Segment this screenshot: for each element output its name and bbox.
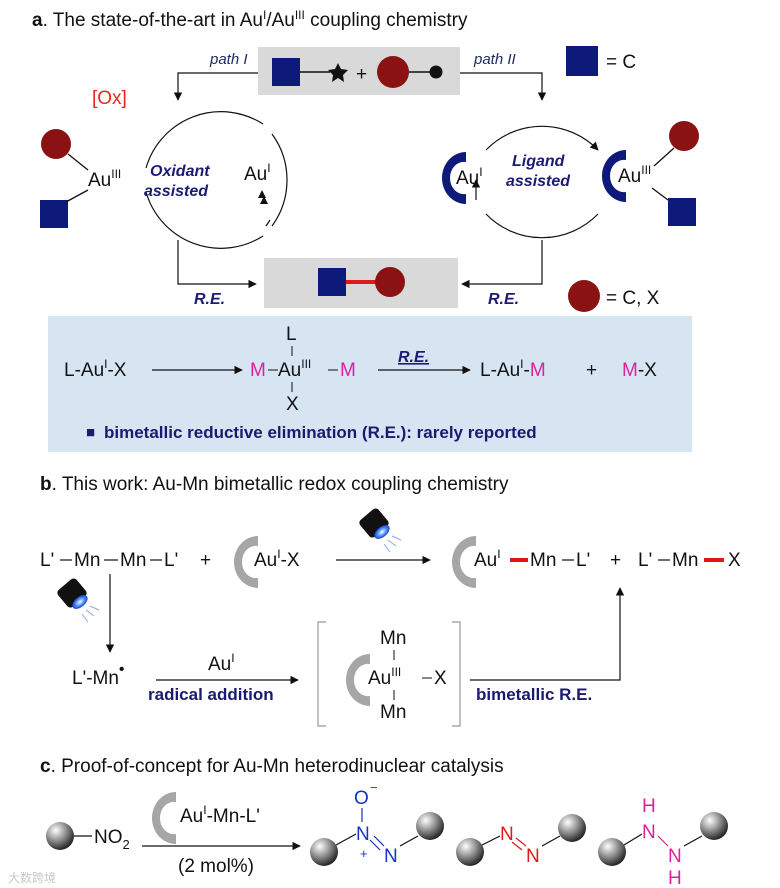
left-au3-label: AuIII: [88, 167, 121, 191]
c-hydrazo-ball-1: [598, 838, 626, 866]
left-au3-square: [40, 200, 68, 228]
b-ligand-icon-3: [346, 654, 370, 706]
c-azoxy-ball-1: [310, 838, 338, 866]
blue-light-lamp-icon-2: [57, 578, 100, 623]
right-au3-label: AuIII: [618, 163, 651, 187]
b-product-au: AuI: [474, 547, 501, 571]
leaving-group-star-icon: [328, 63, 348, 82]
legend-circle: [568, 280, 600, 312]
panel-mx: M-X: [622, 360, 657, 381]
dimer-L1: L': [40, 550, 54, 571]
c-azo-ball-2: [558, 814, 586, 842]
reactant-plus: +: [356, 64, 367, 85]
b-byproduct-L: L': [638, 550, 652, 571]
c-hydrazo-H2: H: [668, 868, 682, 888]
oxidant-assisted-2: assisted: [144, 183, 209, 200]
path-1-label: path I: [209, 51, 248, 68]
panel-reactant: L-AuI-X: [64, 357, 127, 381]
b-int-au3: AuIII: [368, 665, 401, 689]
c-hydrazo-N2: N: [668, 846, 682, 867]
re-left-label: R.E.: [194, 291, 225, 308]
section-a-title: a. The state-of-the-art in AuI/AuIII cou…: [32, 8, 468, 31]
dimer-L2: L': [164, 550, 178, 571]
b-product-L: L': [576, 550, 590, 571]
c-aryl-ball-nitro: [46, 822, 74, 850]
legend-square: [566, 46, 598, 76]
b-au1-x: AuI-X: [254, 547, 300, 571]
c-azo-ball-1: [456, 838, 484, 866]
panel-M-right: M: [340, 360, 356, 381]
b-ligand-icon-1: [234, 536, 258, 588]
ligand-assisted-2: assisted: [506, 173, 571, 190]
b-bimetallic-re: bimetallic R.E.: [476, 685, 592, 704]
c-azoxy-minus: −: [370, 780, 378, 795]
reactant-dot: [429, 65, 443, 79]
c-ligand-icon: [152, 792, 176, 844]
c-azo-N1: N: [500, 824, 514, 845]
section-a-letter: a: [32, 10, 43, 31]
c-hydrazo-ball-2: [700, 812, 728, 840]
c-azoxy-N2: N: [384, 846, 398, 867]
c-azo-N2: N: [526, 846, 540, 867]
left-au3-circle: [41, 129, 71, 159]
right-au3-circle: [669, 121, 699, 151]
left-au1-label: AuI: [244, 161, 271, 185]
right-cycle: [471, 125, 599, 239]
reactant-square-carbon: [272, 58, 300, 86]
re-right-label: R.E.: [488, 291, 519, 308]
right-ligand-icon-au1: [442, 152, 466, 204]
panel-plus: +: [586, 360, 597, 381]
b-product-mn: Mn: [530, 550, 556, 571]
bimetallic-panel: [48, 316, 692, 452]
blue-light-lamp-icon-1: [359, 508, 402, 553]
b-radical: L'-Mn•: [72, 661, 125, 689]
product-circle: [375, 267, 405, 297]
reactant-circle: [377, 56, 409, 88]
dimer-Mn1: Mn: [74, 550, 100, 571]
b-au1-reagent: AuI: [208, 651, 235, 675]
c-loading: (2 mol%): [178, 856, 254, 877]
c-catalyst: AuI-Mn-L': [180, 803, 260, 827]
c-azoxy-ball-2: [416, 812, 444, 840]
dimer-Mn2: Mn: [120, 550, 146, 571]
c-azoxy-N1: N: [356, 824, 370, 845]
c-no2: NO2: [94, 827, 130, 852]
b-byproduct-mn: Mn: [672, 550, 698, 571]
c-hydrazo-N1: N: [642, 822, 656, 843]
b-int-x: X: [434, 668, 447, 689]
b-plus-1: +: [200, 550, 211, 571]
right-au3-square: [668, 198, 696, 226]
b-byproduct-x: X: [728, 550, 741, 571]
panel-re-label: R.E.: [398, 349, 429, 366]
c-azoxy-plus: +: [360, 846, 368, 861]
legend-square-label: = C: [606, 52, 636, 73]
right-ligand-icon-au3: [602, 150, 626, 202]
right-au1-label: AuI: [456, 165, 483, 189]
panel-bullet-icon: ■: [86, 424, 95, 441]
panel-L-top: L: [286, 324, 297, 345]
section-c-title: c. Proof-of-concept for Au-Mn heterodinu…: [40, 756, 504, 777]
oxidant-assisted-1: Oxidant: [150, 163, 210, 180]
watermark: 大数跨境: [8, 870, 56, 885]
oxidant-label: [Ox]: [92, 88, 127, 109]
path-2-label: path II: [473, 51, 516, 68]
ligand-assisted-1: Ligand: [512, 153, 566, 170]
b-radical-addition: radical addition: [148, 685, 274, 704]
section-b-title: b. This work: Au-Mn bimetallic redox cou…: [40, 474, 509, 495]
left-cycle: [145, 111, 288, 249]
b-ligand-icon-2: [452, 536, 476, 588]
panel-au3: AuIII: [278, 357, 311, 381]
legend-circle-label: = C, X: [606, 288, 660, 309]
c-azoxy-O: O: [354, 788, 369, 809]
panel-X-bottom: X: [286, 394, 299, 415]
product-square: [318, 268, 346, 296]
b-plus-2: +: [610, 550, 621, 571]
panel-M-left: M: [250, 360, 266, 381]
panel-note: bimetallic reductive elimination (R.E.):…: [104, 423, 537, 442]
panel-product: L-AuI-M: [480, 357, 546, 381]
b-int-mn-top: Mn: [380, 628, 406, 649]
b-int-mn-bottom: Mn: [380, 702, 406, 723]
c-hydrazo-H1: H: [642, 796, 656, 817]
